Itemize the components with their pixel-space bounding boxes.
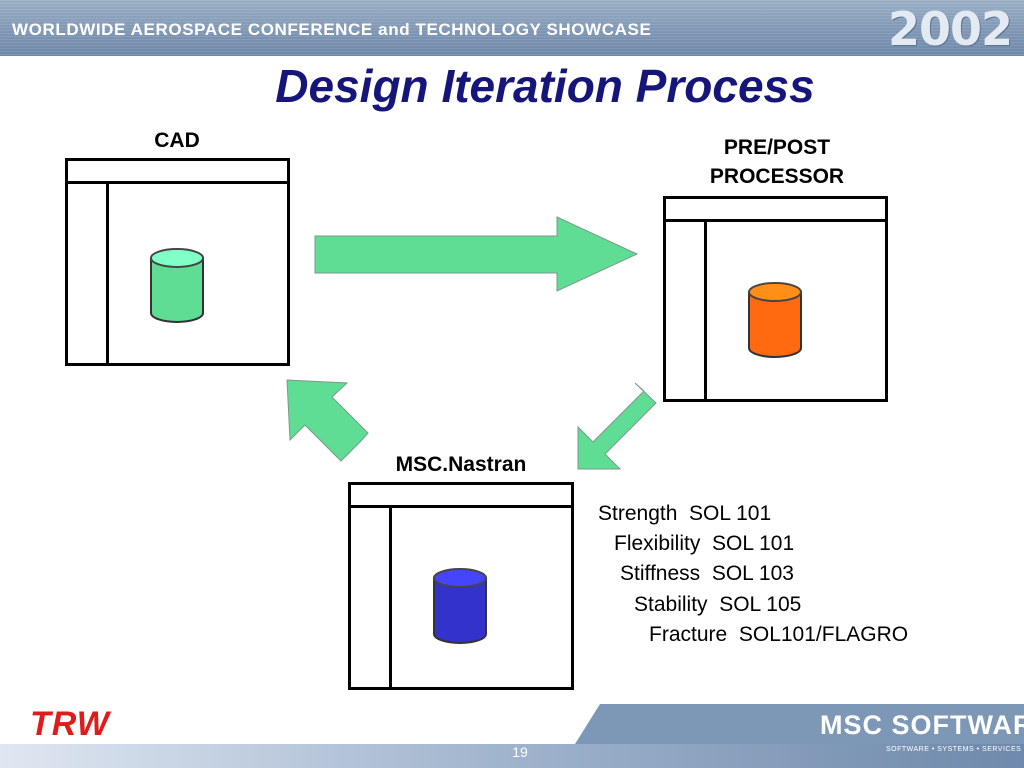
prepost-database-icon (748, 282, 802, 358)
prepost-window-sidebar (666, 222, 707, 399)
nastran-window-sidebar (351, 508, 392, 687)
slide-title: Design Iteration Process (275, 60, 815, 112)
arrow-prepost-to-nastran (577, 382, 657, 470)
arrow-nastran-to-cad (286, 379, 369, 462)
prepost-window-titlebar (666, 199, 885, 222)
solution-item-stability: Stability SOL 105 (634, 593, 802, 616)
slide-footer (0, 696, 1024, 768)
prepost-label-line2: PROCESSOR (709, 165, 845, 188)
nastran-window-titlebar (351, 485, 571, 508)
msc-tagline: SOFTWARE • SYSTEMS • SERVICES (886, 746, 1022, 753)
cad-window-titlebar (68, 161, 287, 184)
footer-swoosh (0, 704, 1024, 768)
cad-label: CAD (154, 129, 200, 152)
trw-logo: TRW (30, 705, 110, 743)
conference-year: 2002 (887, 2, 1013, 56)
nastran-database-icon (433, 568, 487, 644)
prepost-label-line1: PRE/POST (723, 136, 831, 159)
solution-item-fracture: Fracture SOL101/FLAGRO (649, 623, 909, 646)
nastran-window (348, 482, 574, 690)
page-number: 19 (512, 744, 528, 760)
solution-item-flexibility: Flexibility SOL 101 (614, 532, 795, 555)
solution-item-strength: Strength SOL 101 (598, 502, 772, 525)
arrow-cad-to-prepost (314, 216, 639, 292)
cad-database-icon (150, 248, 204, 323)
solution-item-stiffness: Stiffness SOL 103 (620, 562, 794, 585)
cad-window-sidebar (68, 184, 109, 363)
conference-name: WORLDWIDE AEROSPACE CONFERENCE and TECHN… (12, 20, 652, 39)
nastran-label: MSC.Nastran (395, 453, 527, 476)
msc-logo-text: MSC SOFTWARE (820, 710, 1024, 740)
conference-banner: WORLDWIDE AEROSPACE CONFERENCE and TECHN… (0, 0, 1024, 56)
msc-software-logo: MSC SOFTWARE SOFTWARE • SYSTEMS • SERVIC… (812, 706, 1024, 768)
